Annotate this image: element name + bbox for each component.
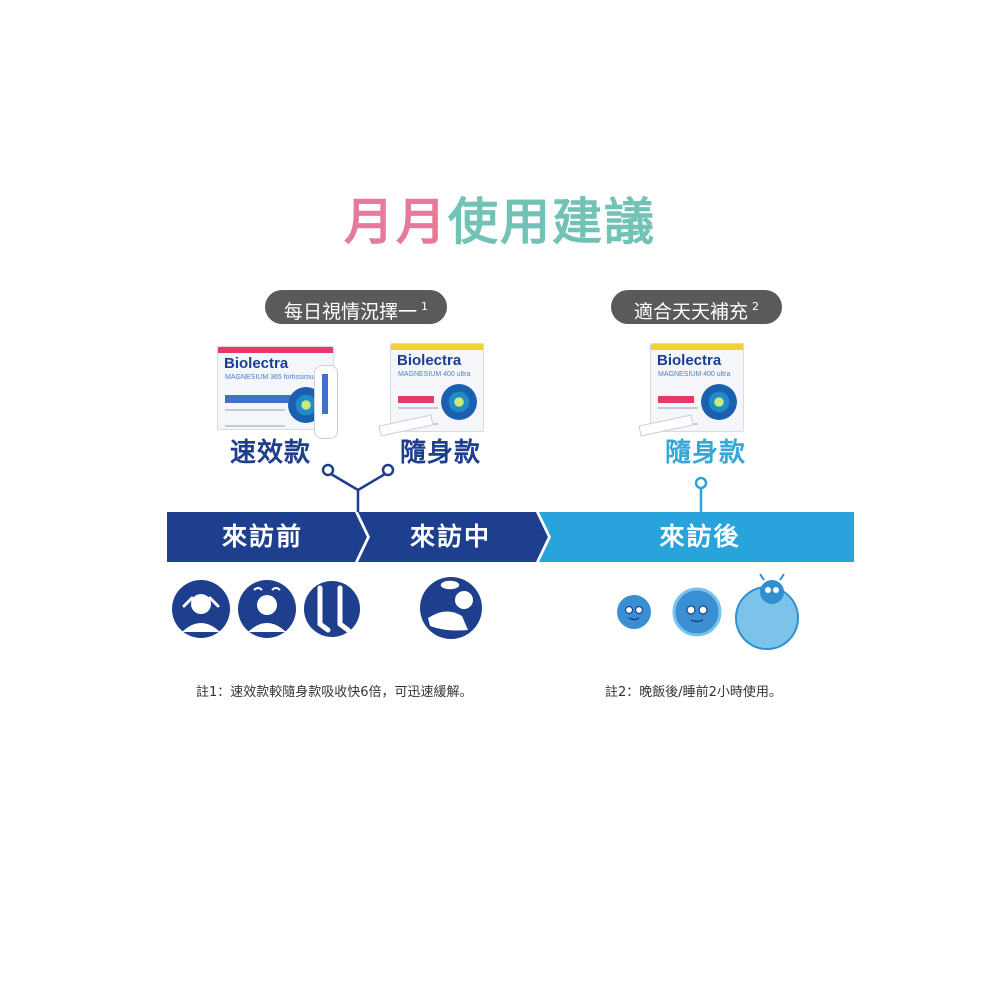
box-top-stripe [391,344,483,350]
happy-cell-large-icon [735,573,799,650]
product-subtitle: MAGNESIUM 400 ultra [658,371,731,378]
product-direct-tag [658,396,694,403]
page-title: 月月使用建議 [0,190,1000,254]
band-after [539,512,854,562]
headache-icon [172,580,230,638]
footnote-right: 註2：晚飯後/睡前2小時使用。 [605,685,782,700]
box-top-stripe [651,344,743,350]
band-chevron-2 [536,511,551,563]
timeline-during: 來訪中 [409,522,491,551]
pill-right-text: 適合天天補充 [633,301,748,323]
product-brand: Biolectra [657,352,722,369]
product-brand: Biolectra [397,352,462,369]
calm-cell-small-icon [617,595,651,629]
during-icons [420,577,482,639]
product-direct-tag [398,396,434,403]
connector-node-right [381,463,395,477]
label-fast-acting: 速效款 [230,438,312,468]
pill-daily-choose-one: 每日視情況擇一 1 [265,290,447,324]
title-part-2: 使用建議 [448,193,656,251]
product-text-lines [225,409,285,427]
box-top-stripe [218,347,333,353]
connector-node-left [321,463,335,477]
band-before [167,512,368,562]
y-connector [321,463,395,512]
after-icons [617,573,799,650]
product-brand: Biolectra [224,355,289,372]
product-subtitle: MAGNESIUM 400 ultra [398,371,471,378]
single-connector [694,476,708,512]
connector-branch [330,472,386,492]
pill-left-text: 每日視情況擇一 [283,301,417,323]
before-icons [172,580,360,638]
band-chevron-1 [355,511,370,563]
title-part-1: 月月 [344,193,448,251]
product-strip [225,395,295,403]
magnesium-flower-icon [441,384,477,420]
band-during [358,512,549,562]
pill-right-sup: 2 [752,300,759,313]
pill-daily-supplement: 適合天天補充 2 [611,290,782,324]
magnesium-flower-icon [701,384,737,420]
calm-cell-medium-icon [672,587,722,637]
label-portable-left: 隨身款 [400,438,482,468]
timeline-before: 來訪前 [221,522,303,551]
footnote-left: 註1：速效款較隨身款吸收快6倍，可迅速緩解。 [196,685,473,700]
resting-person-icon [420,577,482,639]
product-subtitle: MAGNESIUM 365 fortissimum [225,374,320,381]
stress-icon [238,580,296,638]
tube-label [322,374,328,414]
timeline-after: 來訪後 [659,522,741,551]
product-box-portable-right: Biolectra MAGNESIUM 400 ultra [650,343,744,432]
label-portable-right: 隨身款 [665,438,747,468]
pill-left-sup: 1 [421,300,428,313]
connector-node [694,476,708,490]
leg-cramp-icon [304,581,360,637]
